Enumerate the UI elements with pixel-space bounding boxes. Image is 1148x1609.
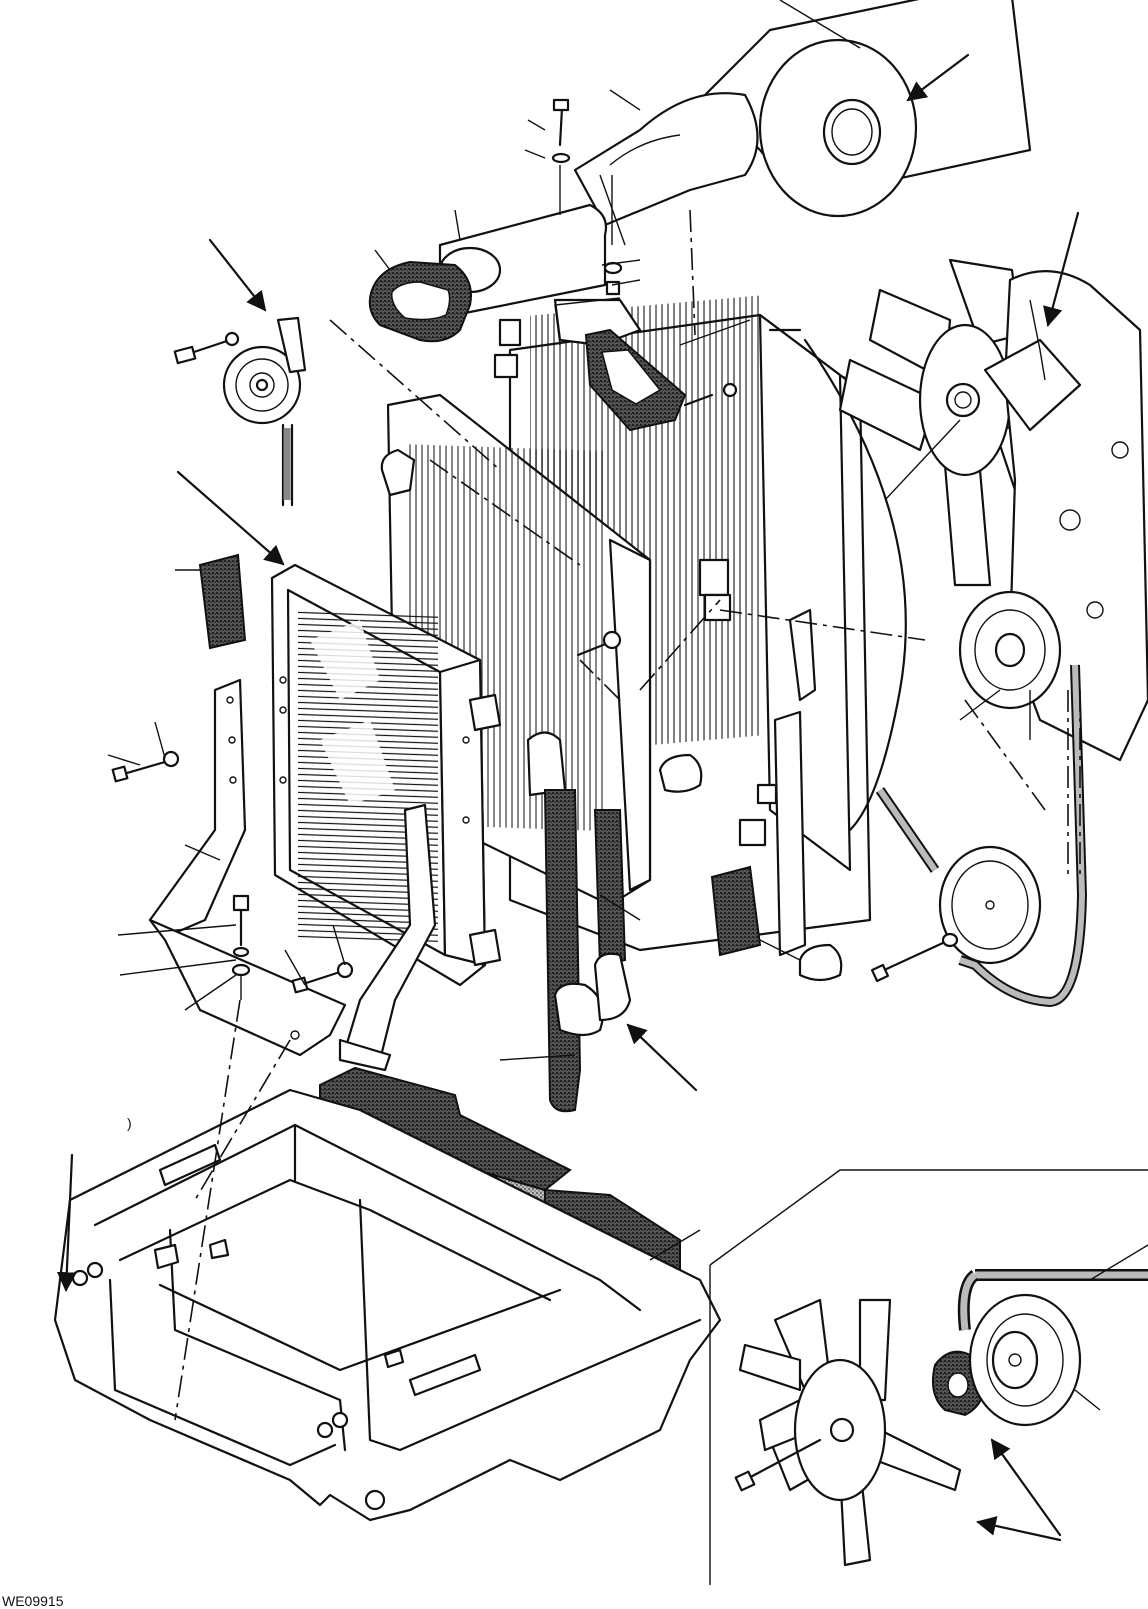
- bracket-bolts: [111, 750, 354, 1000]
- hose-clamp-bolt: [551, 98, 626, 296]
- rubber-block-left: [198, 553, 247, 650]
- air-intake-elbow: [573, 92, 759, 227]
- reference-leader-lines: [107, 89, 1148, 1411]
- cooler-hose-inlet: [526, 731, 604, 1113]
- crank-pulley: [958, 590, 1062, 710]
- air-cleaner: [703, 0, 1032, 218]
- drawing-code: WE09915: [2, 1593, 64, 1609]
- inset-pulley: [957, 1269, 1148, 1427]
- right-support-bracket: [338, 803, 437, 1072]
- rubber-block-right: [710, 865, 762, 957]
- air-filter-element: [368, 260, 472, 343]
- stray-mark: ): [127, 1115, 132, 1131]
- engine-frame: [53, 1088, 722, 1522]
- radiator-stay: [773, 608, 843, 982]
- cooler-hose-outlet: [593, 809, 632, 1022]
- inset-panel: [709, 1169, 1148, 1585]
- view-arrows: [56, 0, 1080, 1542]
- radiator-cap-plate: [584, 328, 687, 432]
- aftercooler-fittings: [468, 693, 502, 967]
- fan-belt: [875, 664, 1088, 1008]
- inset-fan: [734, 1298, 962, 1567]
- radiator-small-parts: [493, 318, 778, 847]
- assembly-center-lines: [174, 209, 1081, 1421]
- fan-shroud: [768, 328, 907, 832]
- horn: [173, 316, 307, 507]
- left-support-bracket: [148, 678, 347, 1057]
- water-pump-pulley: [870, 845, 1042, 983]
